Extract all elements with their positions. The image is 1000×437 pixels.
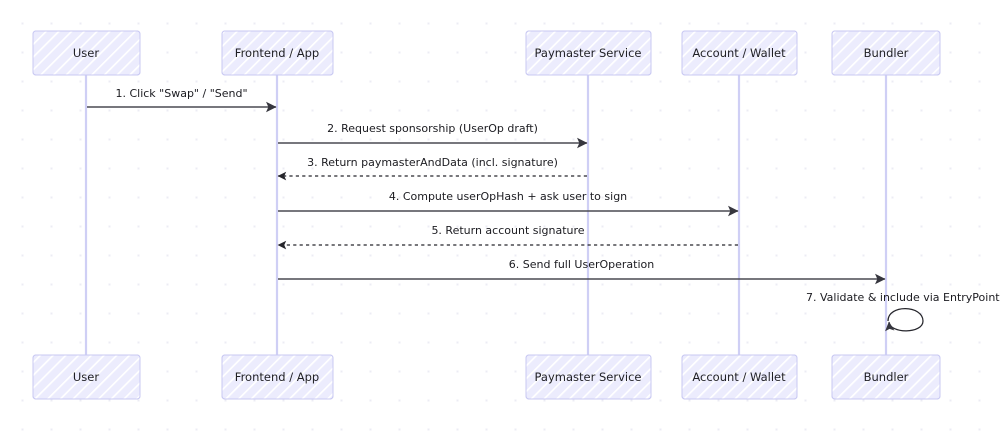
actor-box-hatch-user-bottom (32, 354, 141, 400)
actor-boxes-bottom-group: User Frontend / App Paymaster Service Accou… (32, 354, 941, 400)
message-5-label: 5. Return account signature (431, 224, 584, 237)
actor-boxes-top-group: User Frontend / App Paymaster Service Accou… (32, 30, 941, 76)
message-2[interactable]: 2. Request sponsorship (UserOp draft) (278, 122, 588, 149)
message-7-selfloop-path (885, 308, 924, 332)
actor-label-bundler-top: Bundler (864, 46, 909, 60)
message-7[interactable]: 7. Validate & include via EntryPoint (806, 291, 1000, 332)
message-3-label: 3. Return paymasterAndData (incl. signat… (307, 156, 558, 169)
actor-frontend-top[interactable]: Frontend / App (221, 30, 334, 76)
actor-bundler-top[interactable]: Bundler (831, 30, 941, 76)
messages-group: 1. Click "Swap" / "Send" 2. Request spons… (87, 87, 1000, 332)
actor-label-paymaster-bottom: Paymaster Service (535, 370, 642, 384)
actor-label-user-top: User (73, 46, 99, 60)
actor-box-hatch-account-bottom (681, 354, 798, 400)
actor-bundler-bottom[interactable]: Bundler (831, 354, 941, 400)
actor-user-top[interactable]: User (32, 30, 141, 76)
actor-box-hatch-bundler-bottom (831, 354, 941, 400)
message-4[interactable]: 4. Compute userOpHash + ask user to sign (278, 190, 739, 217)
message-1[interactable]: 1. Click "Swap" / "Send" (87, 87, 277, 113)
message-2-label: 2. Request sponsorship (UserOp draft) (327, 122, 538, 135)
actor-frontend-bottom[interactable]: Frontend / App (221, 354, 334, 400)
actor-paymaster-top[interactable]: Paymaster Service (525, 30, 652, 76)
message-7-label: 7. Validate & include via EntryPoint (806, 291, 1000, 304)
actor-box-hatch-user-top (32, 30, 141, 76)
actor-box-hatch-account-top (681, 30, 798, 76)
actor-box-hatch-frontend-top (221, 30, 334, 76)
actor-account-bottom[interactable]: Account / Wallet (681, 354, 798, 400)
actor-label-account-bottom: Account / Wallet (692, 370, 786, 384)
actor-user-bottom[interactable]: User (32, 354, 141, 400)
actor-label-account-top: Account / Wallet (692, 46, 786, 60)
actor-label-paymaster-top: Paymaster Service (535, 46, 642, 60)
actor-box-hatch-paymaster-top (525, 30, 652, 76)
message-6-label: 6. Send full UserOperation (509, 258, 654, 271)
actor-label-frontend-bottom: Frontend / App (235, 370, 319, 384)
actor-box-hatch-bundler-top (831, 30, 941, 76)
message-3[interactable]: 3. Return paymasterAndData (incl. signat… (277, 156, 587, 181)
actor-paymaster-bottom[interactable]: Paymaster Service (525, 354, 652, 400)
message-4-label: 4. Compute userOpHash + ask user to sign (389, 190, 627, 203)
actor-label-user-bottom: User (73, 370, 99, 384)
lifelines-group (84, 75, 888, 355)
actor-label-bundler-bottom: Bundler (864, 370, 909, 384)
actor-label-frontend-top: Frontend / App (235, 46, 319, 60)
message-5[interactable]: 5. Return account signature (277, 224, 738, 250)
actor-box-hatch-paymaster-bottom (525, 354, 652, 400)
actor-account-top[interactable]: Account / Wallet (681, 30, 798, 76)
actor-box-hatch-frontend-bottom (221, 354, 334, 400)
message-6[interactable]: 6. Send full UserOperation (278, 258, 886, 285)
message-1-label: 1. Click "Swap" / "Send" (115, 87, 247, 100)
